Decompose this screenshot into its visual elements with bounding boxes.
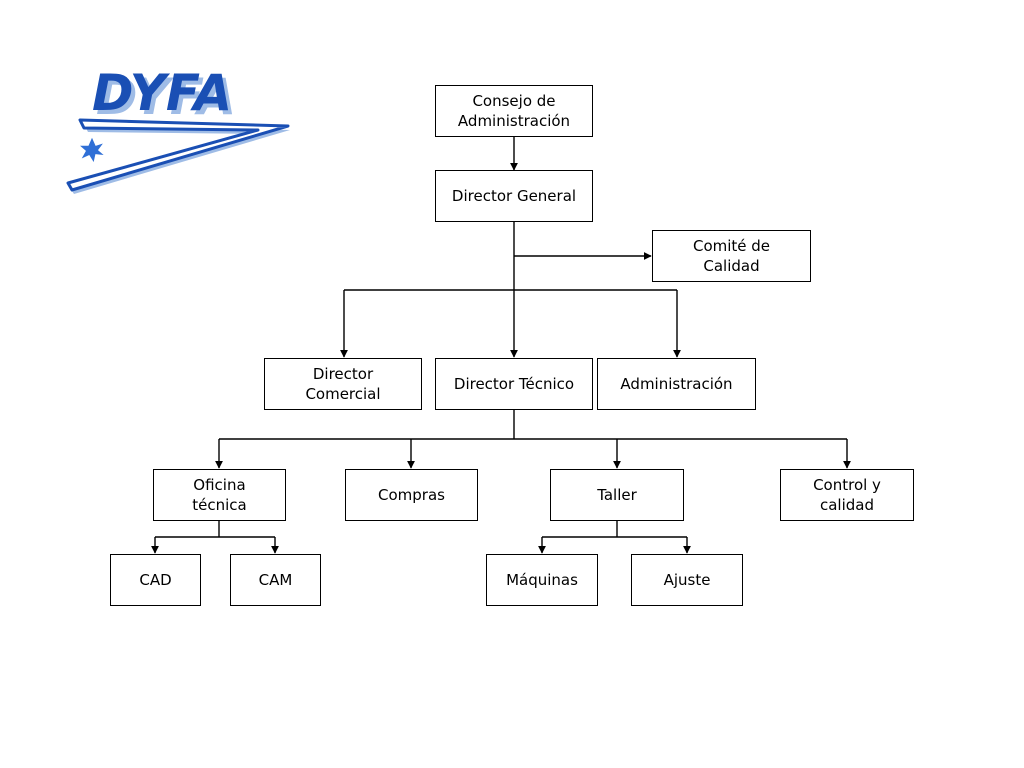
node-cad: CAD <box>110 554 201 606</box>
node-director-comercial: Director Comercial <box>264 358 422 410</box>
node-administracion: Administración <box>597 358 756 410</box>
node-ajuste: Ajuste <box>631 554 743 606</box>
node-director-tecnico: Director Técnico <box>435 358 593 410</box>
node-taller: Taller <box>550 469 684 521</box>
dyfa-logo: DYFA DYFA <box>66 66 290 194</box>
node-cam: CAM <box>230 554 321 606</box>
node-control-y-calidad: Control y calidad <box>780 469 914 521</box>
node-consejo-de-administracion: Consejo de Administración <box>435 85 593 137</box>
node-comite-de-calidad: Comité de Calidad <box>652 230 811 282</box>
node-director-general: Director General <box>435 170 593 222</box>
logo-wordmark-shadow: DYFA <box>96 68 236 126</box>
node-oficina-tecnica: Oficina técnica <box>153 469 286 521</box>
node-maquinas: Máquinas <box>486 554 598 606</box>
logo-wordmark: DYFA <box>92 66 232 122</box>
node-compras: Compras <box>345 469 478 521</box>
